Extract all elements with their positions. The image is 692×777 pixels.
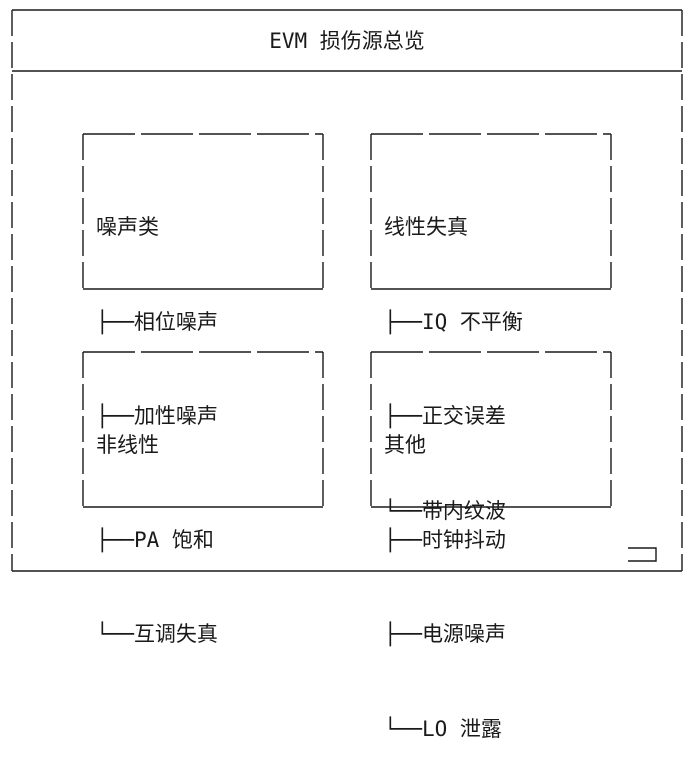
tree-branch: └── [384,716,422,741]
tree-item: ├──正交误差 [384,401,523,433]
tree-item: └──LO 泄露 [384,714,506,746]
corner-mark [628,547,657,562]
group-heading: 噪声类 [96,215,159,239]
tree-item: └──带内纹波 [384,496,523,528]
tree-item: ├──加性噪声 [96,401,218,433]
tree-item-label: 正交误差 [421,404,506,428]
tree-item-label: 带内纹波 [421,498,506,523]
group-heading: 非线性 [96,433,159,457]
group-noise: 噪声类 ├──相位噪声 ├──加性噪声 [96,149,218,464]
tree-item-label: PA 饱和 [133,527,214,552]
group-nonlinear: 非线性 ├──PA 饱和 └──互调失真 [96,367,218,682]
tree-item-label: 电源噪声 [421,622,506,646]
tree-branch: ├── [384,404,422,428]
group-heading: 线性失真 [384,215,468,239]
tree-item: ├──相位噪声 [96,307,218,339]
group-box-noise [82,133,324,290]
tree-item: ├──电源噪声 [384,619,506,651]
tree-branch: ├── [384,622,422,646]
tree-branch: ├── [96,309,134,334]
group-box-nonlinear [82,351,324,508]
group-linear-distortion: 线性失真 ├──IQ 不平衡 ├──正交误差 └──带内纹波 [384,149,523,559]
tree-item: ├──IQ 不平衡 [384,307,523,339]
tree-item: ├──时钟抖动 [384,525,506,557]
tree-branch: ├── [96,404,134,428]
diagram-frame [11,9,683,572]
tree-branch: ├── [96,527,134,552]
tree-item-label: 互调失真 [133,622,218,646]
group-box-linear [370,133,612,290]
group-boxes [82,133,612,508]
tree-item: └──互调失真 [96,619,218,651]
tree-branch: ├── [384,309,422,334]
group-other: 其他 ├──时钟抖动 ├──电源噪声 └──LO 泄露 [384,367,506,777]
tree-item-label: 时钟抖动 [421,527,506,552]
group-heading: 其他 [384,433,426,457]
tree-item-label: LO 泄露 [421,716,502,741]
tree-item-label: IQ 不平衡 [421,309,523,334]
tree-branch: └── [384,498,422,523]
tree-item-label: 相位噪声 [133,309,218,334]
tree-item: ├──PA 饱和 [96,525,218,557]
tree-branch: └── [96,622,134,646]
diagram-title: EVM 损伤源总览 [269,29,425,53]
tree-item-label: 加性噪声 [133,404,218,428]
group-box-other [370,351,612,508]
tree-branch: ├── [384,527,422,552]
